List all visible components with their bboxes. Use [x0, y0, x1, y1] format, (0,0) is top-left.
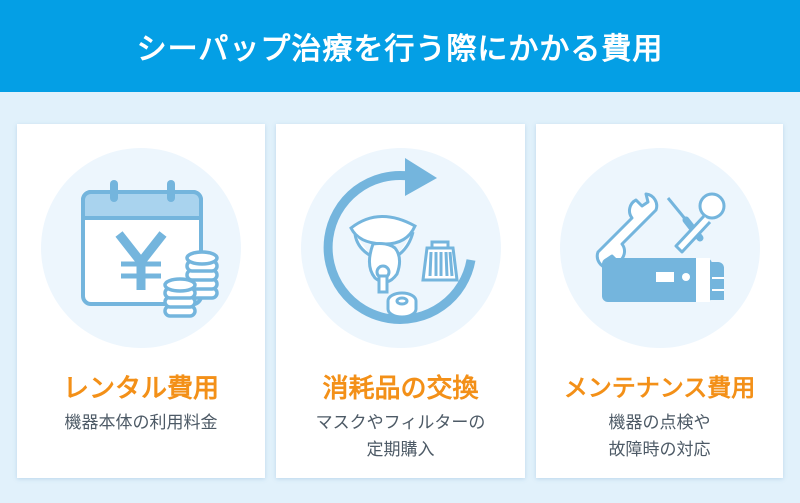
description-line: マスクやフィルターの	[315, 413, 486, 433]
description-line: 機器の点検や	[608, 413, 711, 433]
tools-device-icon	[595, 192, 725, 302]
page-title: シーパップ治療を行う際にかかる費用	[136, 32, 664, 67]
mask-filter-cycle-icon	[323, 158, 475, 324]
card-title: レンタル費用	[62, 374, 219, 404]
icon-circle	[559, 148, 760, 348]
description-line: 機器本体の利用料金	[64, 413, 218, 433]
card-rental-cost: レンタル費用 機器本体の利用料金	[17, 124, 265, 478]
description-line: 故障時の対応	[608, 440, 711, 460]
card-title: メンテナンス費用	[563, 374, 756, 402]
calendar-yen-coins-icon	[81, 180, 219, 318]
icon-circle	[300, 148, 501, 348]
header-banner: シーパップ治療を行う際にかかる費用	[0, 0, 800, 92]
card-description: マスクやフィルターの 定期購入	[276, 410, 525, 464]
icon-circle	[41, 148, 241, 348]
card-maintenance-cost: メンテナンス費用 機器の点検や 故障時の対応	[536, 124, 783, 478]
card-description: 機器本体の利用料金	[17, 410, 265, 437]
card-consumables-replacement: 消耗品の交換 マスクやフィルターの 定期購入	[276, 124, 525, 478]
card-description: 機器の点検や 故障時の対応	[536, 410, 783, 464]
description-line: 定期購入	[366, 440, 435, 460]
card-title: 消耗品の交換	[322, 374, 479, 404]
